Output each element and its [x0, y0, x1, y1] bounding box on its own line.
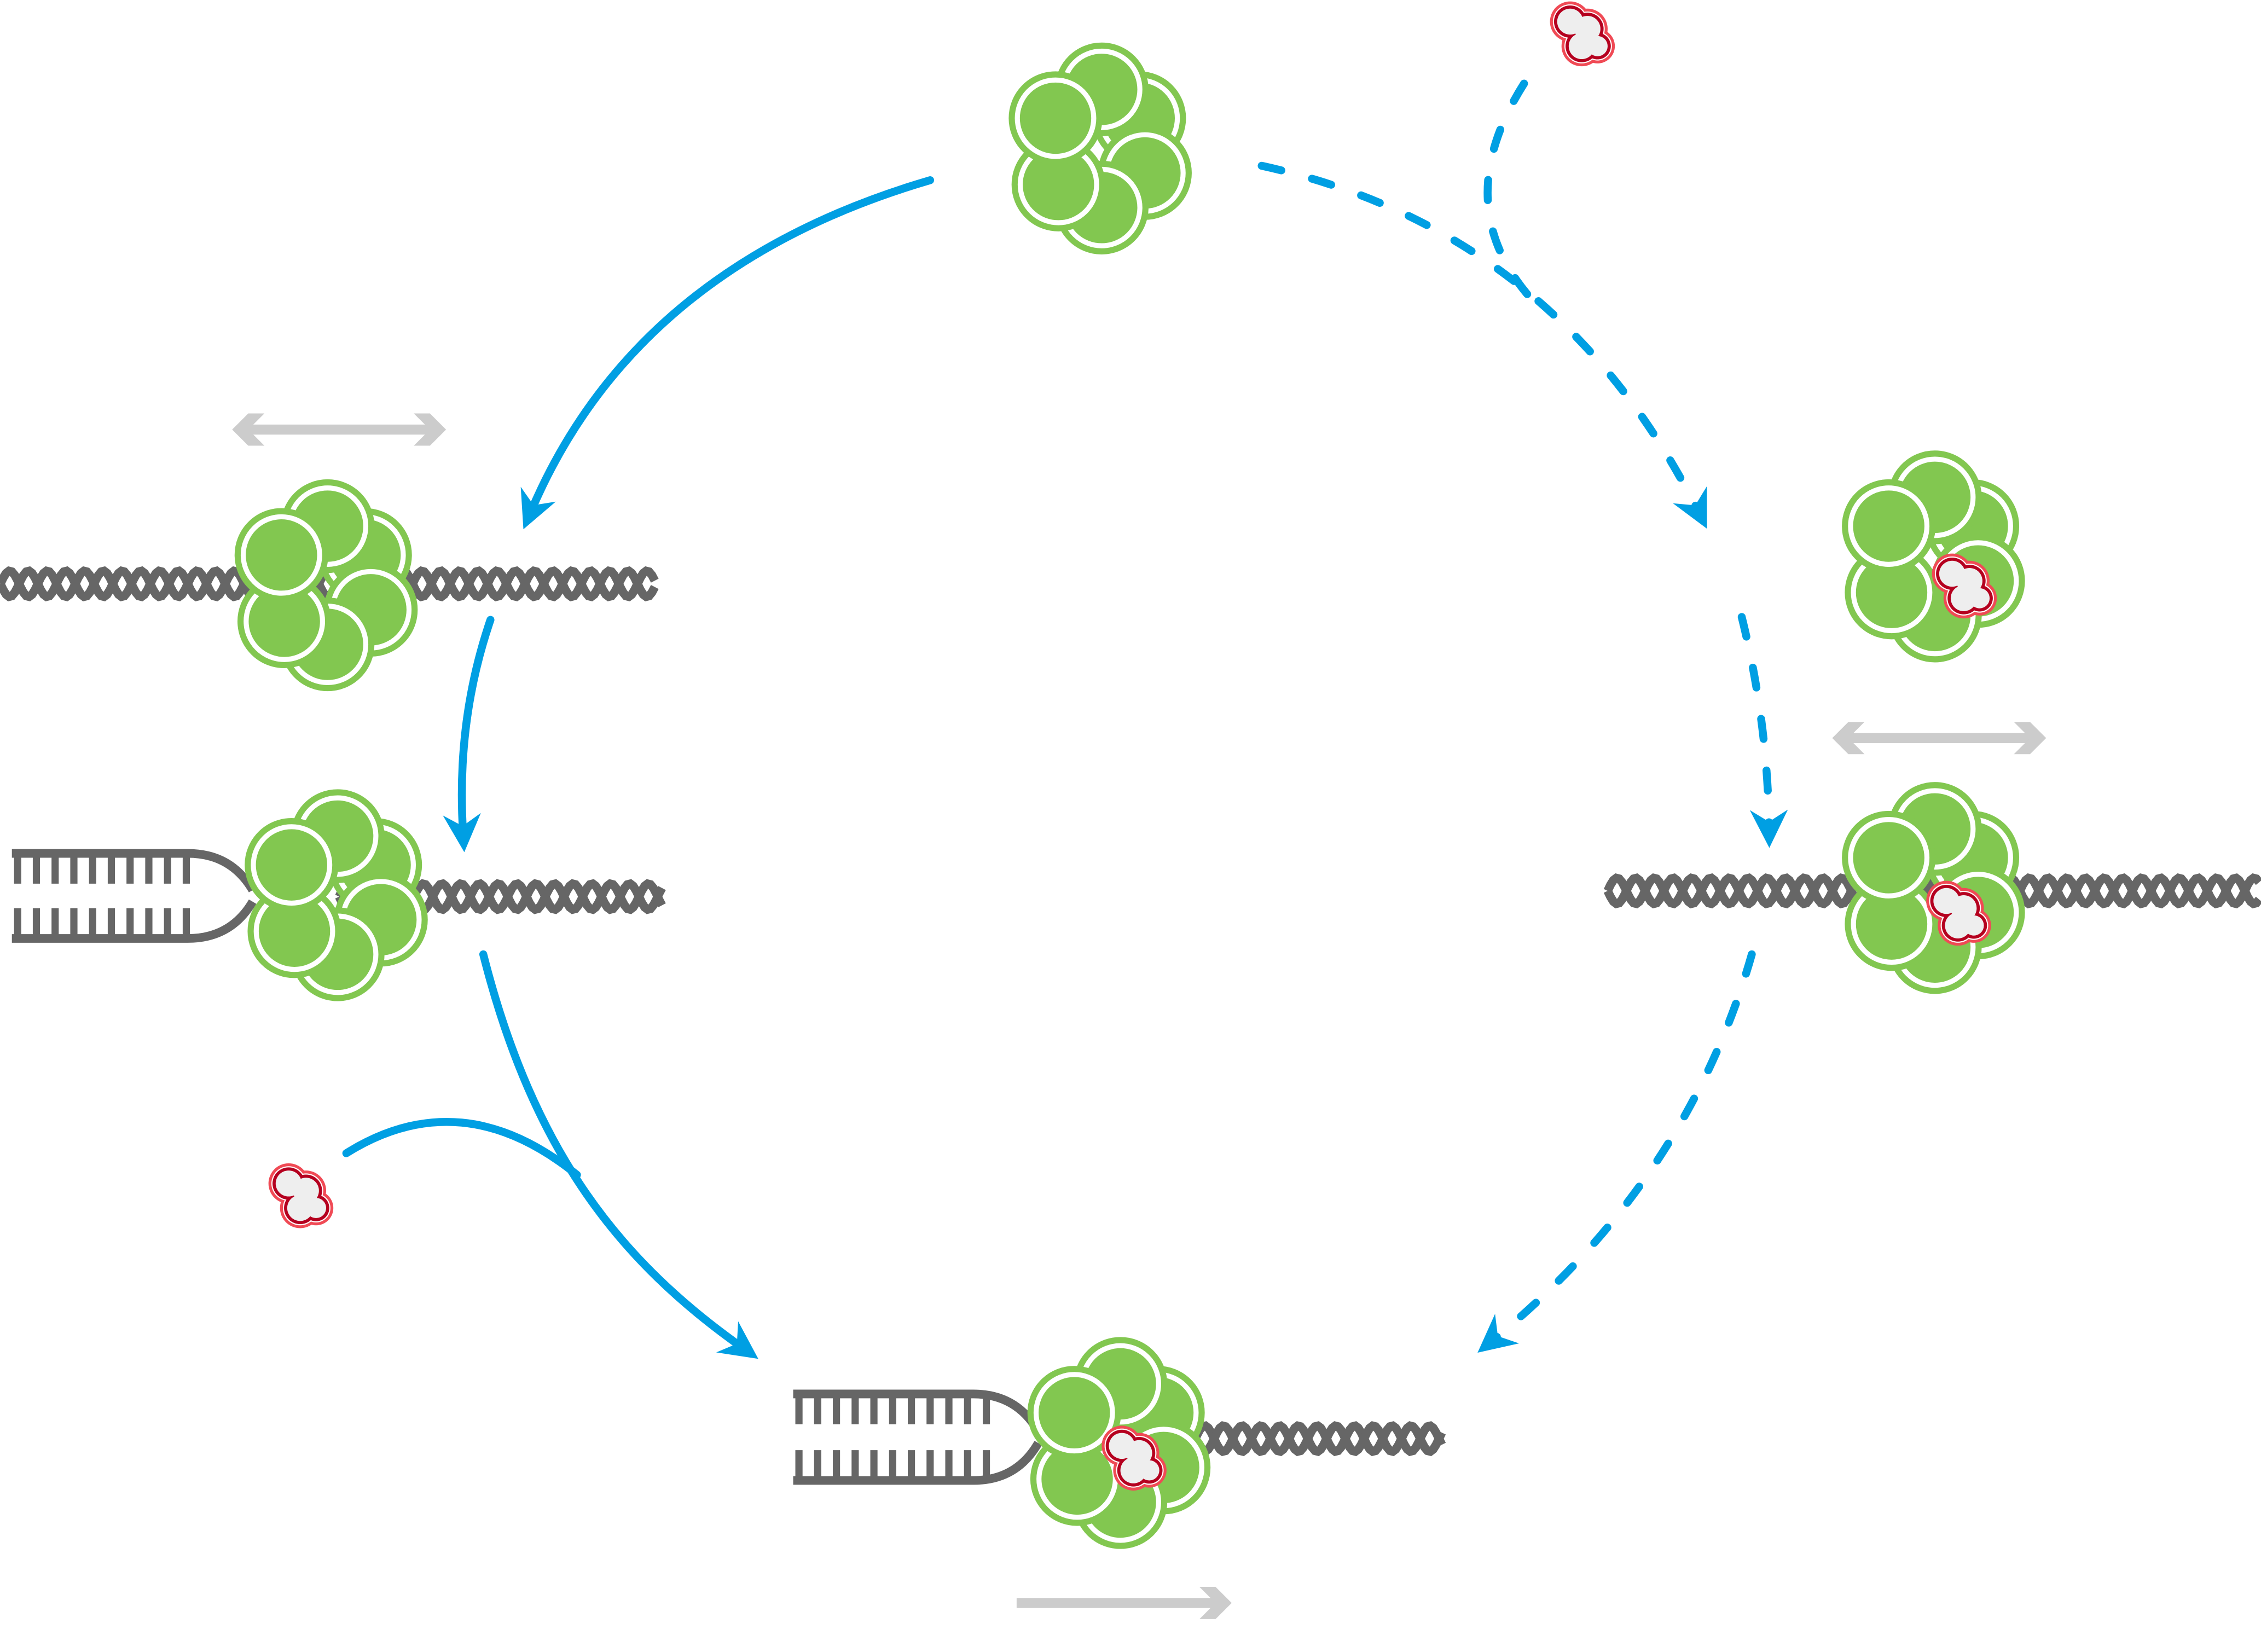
ligand-lobe	[306, 1198, 327, 1219]
ligand-free-left	[268, 1163, 334, 1228]
helicase-subunit	[245, 818, 339, 912]
arrow-bound-to-dna	[1737, 613, 1788, 848]
helicase-subunit	[1842, 810, 1936, 905]
arrow-bind-dna	[520, 176, 935, 530]
dna-unwound-left	[11, 849, 257, 943]
single-strand-top	[11, 849, 257, 892]
helicase-free	[1008, 42, 1192, 254]
ligand-bound-right	[1932, 553, 1997, 619]
ligand-lobe	[1969, 588, 1990, 608]
arrow-unwind	[443, 616, 495, 853]
arrow-ligand-join-top	[1483, 79, 1533, 300]
ligand-lobe	[1587, 36, 1608, 56]
ligand-free-top	[1550, 1, 1615, 67]
subunit-outline	[1033, 1372, 1115, 1454]
ligand-bound-bottom	[1101, 1425, 1167, 1491]
arrow-to-ligand-unwinding	[479, 950, 758, 1359]
ligand-lobe	[1120, 1457, 1146, 1483]
ligand-bound-right-dna	[1926, 880, 1991, 946]
arrow-layer	[232, 79, 2047, 1619]
helicase-subunit	[1842, 479, 1936, 573]
helicase-on-dna-left	[234, 479, 418, 692]
subunit-outline	[1848, 817, 1930, 899]
ligand-layer	[268, 1, 1997, 1491]
helicase-unwinding-left	[245, 789, 428, 1001]
ligand-lobe	[1950, 585, 1977, 611]
subunit-outline	[1848, 485, 1930, 567]
helicase-subunit	[234, 508, 328, 602]
ligand-lobe	[287, 1195, 314, 1221]
helicase-subunit	[1027, 1366, 1121, 1460]
ligand-lobe	[1568, 33, 1595, 60]
single-strand-bottom	[11, 899, 257, 943]
arrow-ligand-binding	[1257, 161, 1707, 529]
helicase-layer	[234, 42, 2025, 1549]
subunit-outline	[1014, 77, 1097, 159]
helicase-subunit	[1008, 71, 1103, 165]
helicase-ligand-bound	[1842, 450, 2025, 663]
dna-unwound-bottom	[793, 1389, 1042, 1485]
subunit-outline	[251, 824, 333, 906]
ligand-lobe	[1945, 912, 1971, 938]
single-strand-bottom	[793, 1440, 1042, 1485]
single-strand-top	[793, 1389, 1042, 1434]
arrow-ligand-join	[342, 1117, 581, 1179]
arrow-bound-unwinding	[1477, 950, 1756, 1353]
subunit-outline	[240, 514, 322, 596]
ligand-lobe	[1139, 1460, 1160, 1481]
ligand-lobe	[1963, 915, 1984, 936]
